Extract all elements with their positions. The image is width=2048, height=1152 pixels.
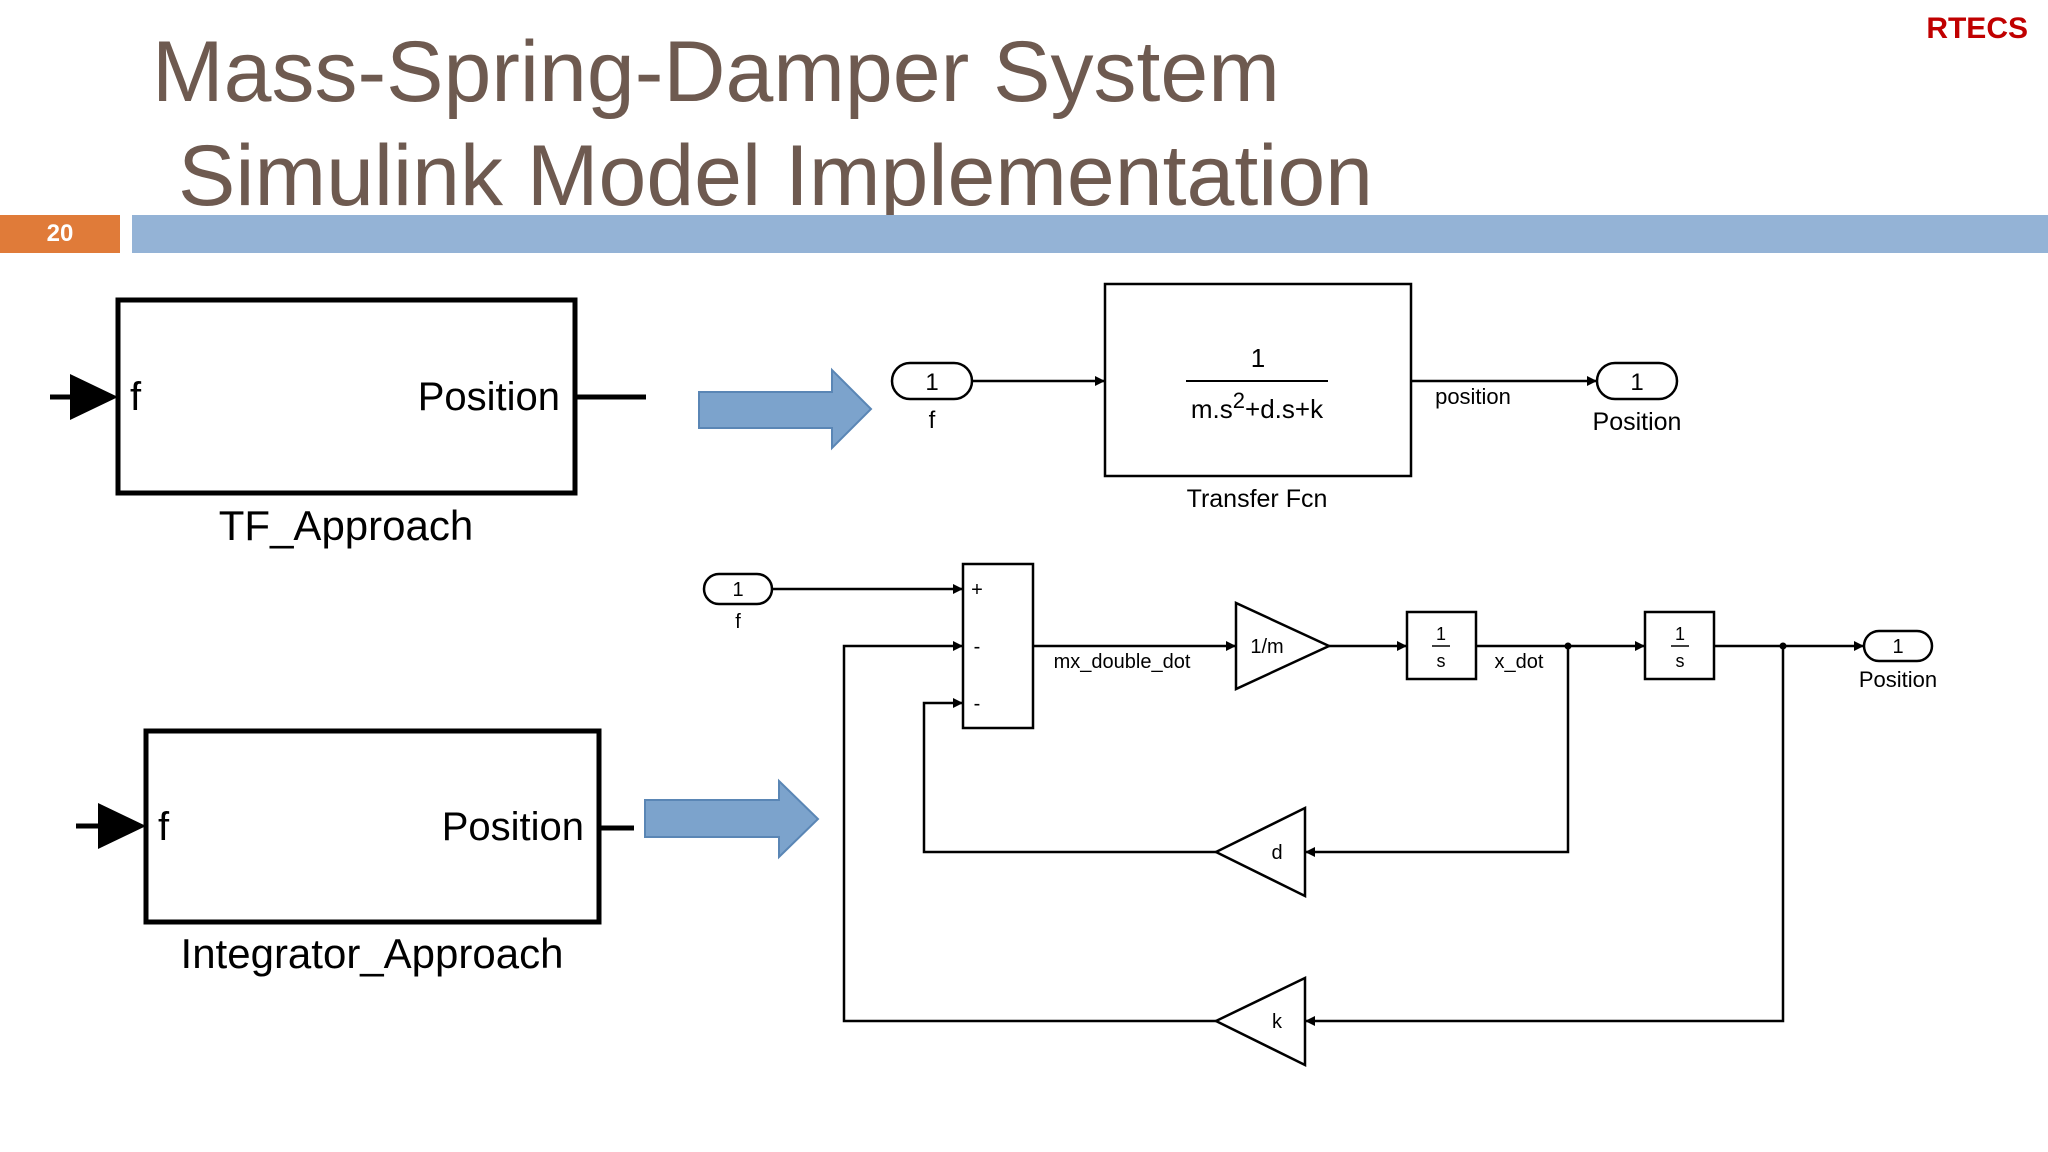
int-inport[interactable]: 1 <box>702 572 774 606</box>
slide-title: Mass-Spring-Damper System Simulink Model… <box>152 20 1373 228</box>
gain-d-label: d <box>1271 842 1282 864</box>
tf-subsystem-input-arrow <box>70 374 118 420</box>
transfer-fcn-label: Transfer Fcn <box>1187 485 1328 513</box>
tf-inport-number: 1 <box>925 369 938 396</box>
int-subsystem-block[interactable]: f Position Integrator_Approach <box>76 728 634 977</box>
int-outport-number: 1 <box>1892 636 1903 658</box>
tf-outport[interactable]: 1 <box>1595 361 1679 401</box>
int-outport[interactable]: 1 <box>1862 629 1934 663</box>
brand-label: RTECS <box>1926 12 2028 45</box>
tf-signal-label: position <box>1435 384 1511 409</box>
tf-numerator: 1 <box>1251 343 1265 373</box>
int-inport-number: 1 <box>732 579 743 601</box>
tf-inport-label: f <box>929 407 936 434</box>
integrator-2-num: 1 <box>1675 624 1685 644</box>
tf-inport[interactable]: 1 <box>890 361 974 401</box>
int-outport-label: Position <box>1859 667 1937 692</box>
sum-sign-2: - <box>974 636 981 658</box>
int-subsystem-name: Integrator_Approach <box>181 930 564 977</box>
integrator-2-block[interactable]: 1 s <box>1643 610 1716 681</box>
integrator-1-num: 1 <box>1436 624 1446 644</box>
integrator-1-den: s <box>1437 651 1446 671</box>
damping-feedback-in <box>1305 646 1570 857</box>
transfer-fcn-block[interactable]: 1 m.s2+d.s+k <box>1103 282 1413 478</box>
gain-k-block[interactable]: k <box>1213 976 1307 1068</box>
sum-block[interactable]: + - - <box>961 562 1035 730</box>
sum-sign-1: + <box>971 579 983 601</box>
expand-arrow-int <box>644 778 820 860</box>
gain-1m-block[interactable]: 1/m <box>1234 601 1332 691</box>
tf-subsystem-block[interactable]: f Position TF_Approach <box>50 297 646 549</box>
title-line-1: Mass-Spring-Damper System <box>152 24 1280 120</box>
spring-feedback-in <box>1305 646 1785 1026</box>
tf-outport-number: 1 <box>1630 369 1643 396</box>
tf-subsystem-name: TF_Approach <box>219 502 473 549</box>
title-line-2: Simulink Model Implementation <box>178 128 1373 224</box>
integrator-1-block[interactable]: 1 s <box>1405 610 1478 681</box>
tf-subsystem-input-label: f <box>130 375 142 419</box>
gain-1m-label: 1/m <box>1250 636 1283 658</box>
sum-sign-3: - <box>974 693 981 715</box>
gain-k-label: k <box>1272 1011 1283 1033</box>
spring-feedback-out <box>842 641 1216 1023</box>
accel-signal-label: mx_double_dot <box>1054 651 1191 673</box>
int-subsystem-output-label: Position <box>442 805 584 849</box>
gain-d-block[interactable]: d <box>1213 805 1307 899</box>
page-number: 20 <box>0 215 120 253</box>
title-rule <box>132 215 2048 253</box>
tf-outport-label: Position <box>1593 408 1682 436</box>
int-subsystem-input-label: f <box>158 805 170 849</box>
int-subsystem-input-arrow <box>98 803 146 849</box>
tf-subsystem-output-label: Position <box>418 375 560 419</box>
xdot-signal-label: x_dot <box>1495 651 1544 673</box>
damping-feedback-out <box>922 698 1216 854</box>
integrator-2-den: s <box>1676 651 1685 671</box>
int-inport-label: f <box>735 611 741 633</box>
expand-arrow-tf <box>698 367 873 451</box>
tf-denominator: m.s2+d.s+k <box>1191 388 1324 424</box>
